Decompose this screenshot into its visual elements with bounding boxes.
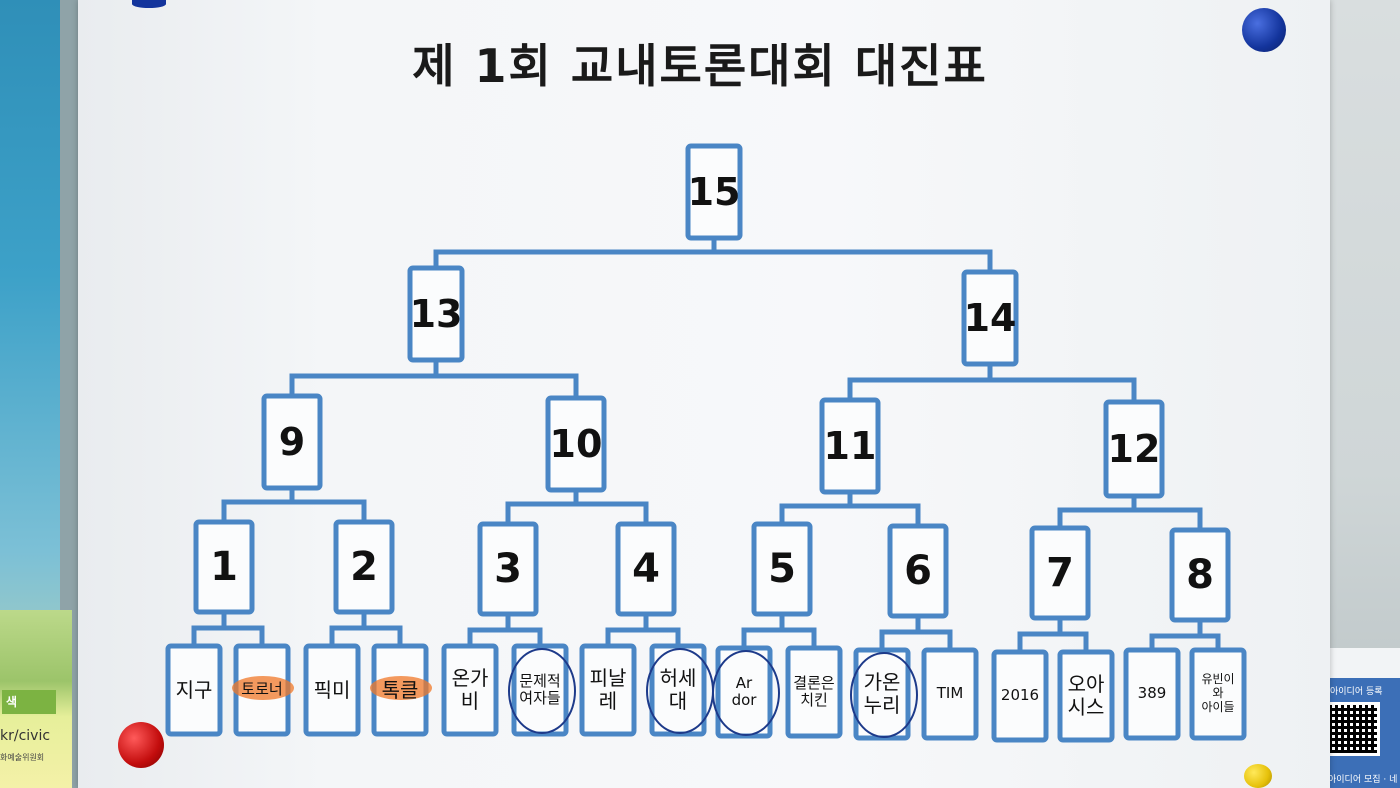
match-box-first-round <box>333 519 395 615</box>
match-box-quarter <box>261 393 323 491</box>
connector-r1-8 <box>1149 633 1221 650</box>
match-box-quarter <box>1103 399 1165 499</box>
team-box <box>921 647 979 741</box>
match-number-quarter: 9 <box>278 420 306 464</box>
team-box <box>991 649 1049 743</box>
right-poster-title: 아이디어 등록 <box>1330 687 1383 697</box>
pushpin-blue-icon <box>1242 8 1286 52</box>
highlight-mark <box>370 676 432 700</box>
right-poster-footer: 아이디어 모집 · 네 <box>1328 775 1398 785</box>
team-name: 픽미 <box>313 677 351 702</box>
pushpin-red-icon <box>118 722 164 768</box>
match-number-first-round: 3 <box>494 546 522 592</box>
team-name: 389 <box>1137 684 1167 703</box>
match-box-first-round <box>751 521 813 617</box>
circle-mark <box>646 648 714 734</box>
match-box-semi <box>407 265 465 363</box>
match-box-quarter <box>545 395 607 493</box>
match-box-first-round <box>477 521 539 617</box>
match-number-first-round: 4 <box>632 546 660 592</box>
match-box-first-round <box>887 523 949 619</box>
team-name: 피날 레 <box>589 666 627 713</box>
match-number-quarter: 11 <box>823 424 877 468</box>
connector-r1-6 <box>879 629 953 650</box>
match-number-final: 15 <box>687 170 741 214</box>
qr-code-icon <box>1326 702 1380 756</box>
team-box <box>579 643 637 737</box>
circle-mark <box>712 650 780 736</box>
circle-mark <box>508 648 576 734</box>
connector-semi-right <box>847 377 1137 402</box>
left-poster-url: kr/civic <box>0 728 51 744</box>
team-box <box>303 643 361 737</box>
team-box <box>1189 647 1247 741</box>
match-number-first-round: 1 <box>210 544 238 590</box>
match-box-first-round <box>1169 527 1231 623</box>
team-name: TIM <box>936 684 964 703</box>
connector-qf-4 <box>1057 507 1203 530</box>
connector-r1-2 <box>329 625 403 646</box>
team-name: 유빈이 와 아이들 <box>1201 672 1235 714</box>
pushpin-blue-top-icon <box>132 0 166 8</box>
match-number-first-round: 2 <box>350 544 378 590</box>
match-box-first-round <box>1029 525 1091 621</box>
connector-r1-1 <box>191 625 265 646</box>
team-box <box>165 643 223 737</box>
team-box <box>785 645 843 739</box>
connector-r1-7 <box>1017 631 1089 652</box>
team-box <box>1057 649 1115 743</box>
match-number-first-round: 6 <box>904 548 932 594</box>
match-box-first-round <box>193 519 255 615</box>
connector-final <box>433 249 993 272</box>
match-number-first-round: 8 <box>1186 552 1214 598</box>
team-name: 토로너 <box>241 680 283 699</box>
match-number-quarter: 12 <box>1107 427 1161 471</box>
pushpin-yellow-icon <box>1244 764 1272 788</box>
match-number-semi: 13 <box>409 292 463 336</box>
match-number-first-round: 7 <box>1046 550 1074 596</box>
sheet-title: 제 1회 교내토론대회 대진표 <box>412 39 988 93</box>
match-number-semi: 14 <box>963 296 1017 340</box>
team-name: 결론은 치킨 <box>793 673 835 709</box>
team-box <box>441 643 499 737</box>
match-box-semi <box>961 269 1019 367</box>
match-box-first-round <box>615 521 677 617</box>
team-box <box>1123 647 1181 741</box>
connector-r1-3 <box>467 627 543 646</box>
connector-qf-2 <box>505 501 649 524</box>
highlight-mark <box>232 676 294 700</box>
match-box-quarter <box>819 397 881 495</box>
connector-r1-5 <box>741 627 817 648</box>
connector-semi-left <box>289 373 579 398</box>
circle-mark <box>850 652 918 738</box>
left-poster-caption: 화예술위원회 <box>0 753 45 762</box>
team-name: 온가 비 <box>451 666 489 713</box>
connector-r1-4 <box>605 627 681 646</box>
match-number-quarter: 10 <box>549 422 603 466</box>
team-name: 톡클 <box>381 677 419 702</box>
team-name: 2016 <box>1000 686 1040 705</box>
left-poster-tag: 색 <box>2 690 56 714</box>
connector-qf-1 <box>221 499 367 522</box>
team-name: 지구 <box>175 677 213 702</box>
match-box-final <box>685 143 743 241</box>
team-name: 오아 시스 <box>1067 672 1105 719</box>
match-number-first-round: 5 <box>768 546 796 592</box>
